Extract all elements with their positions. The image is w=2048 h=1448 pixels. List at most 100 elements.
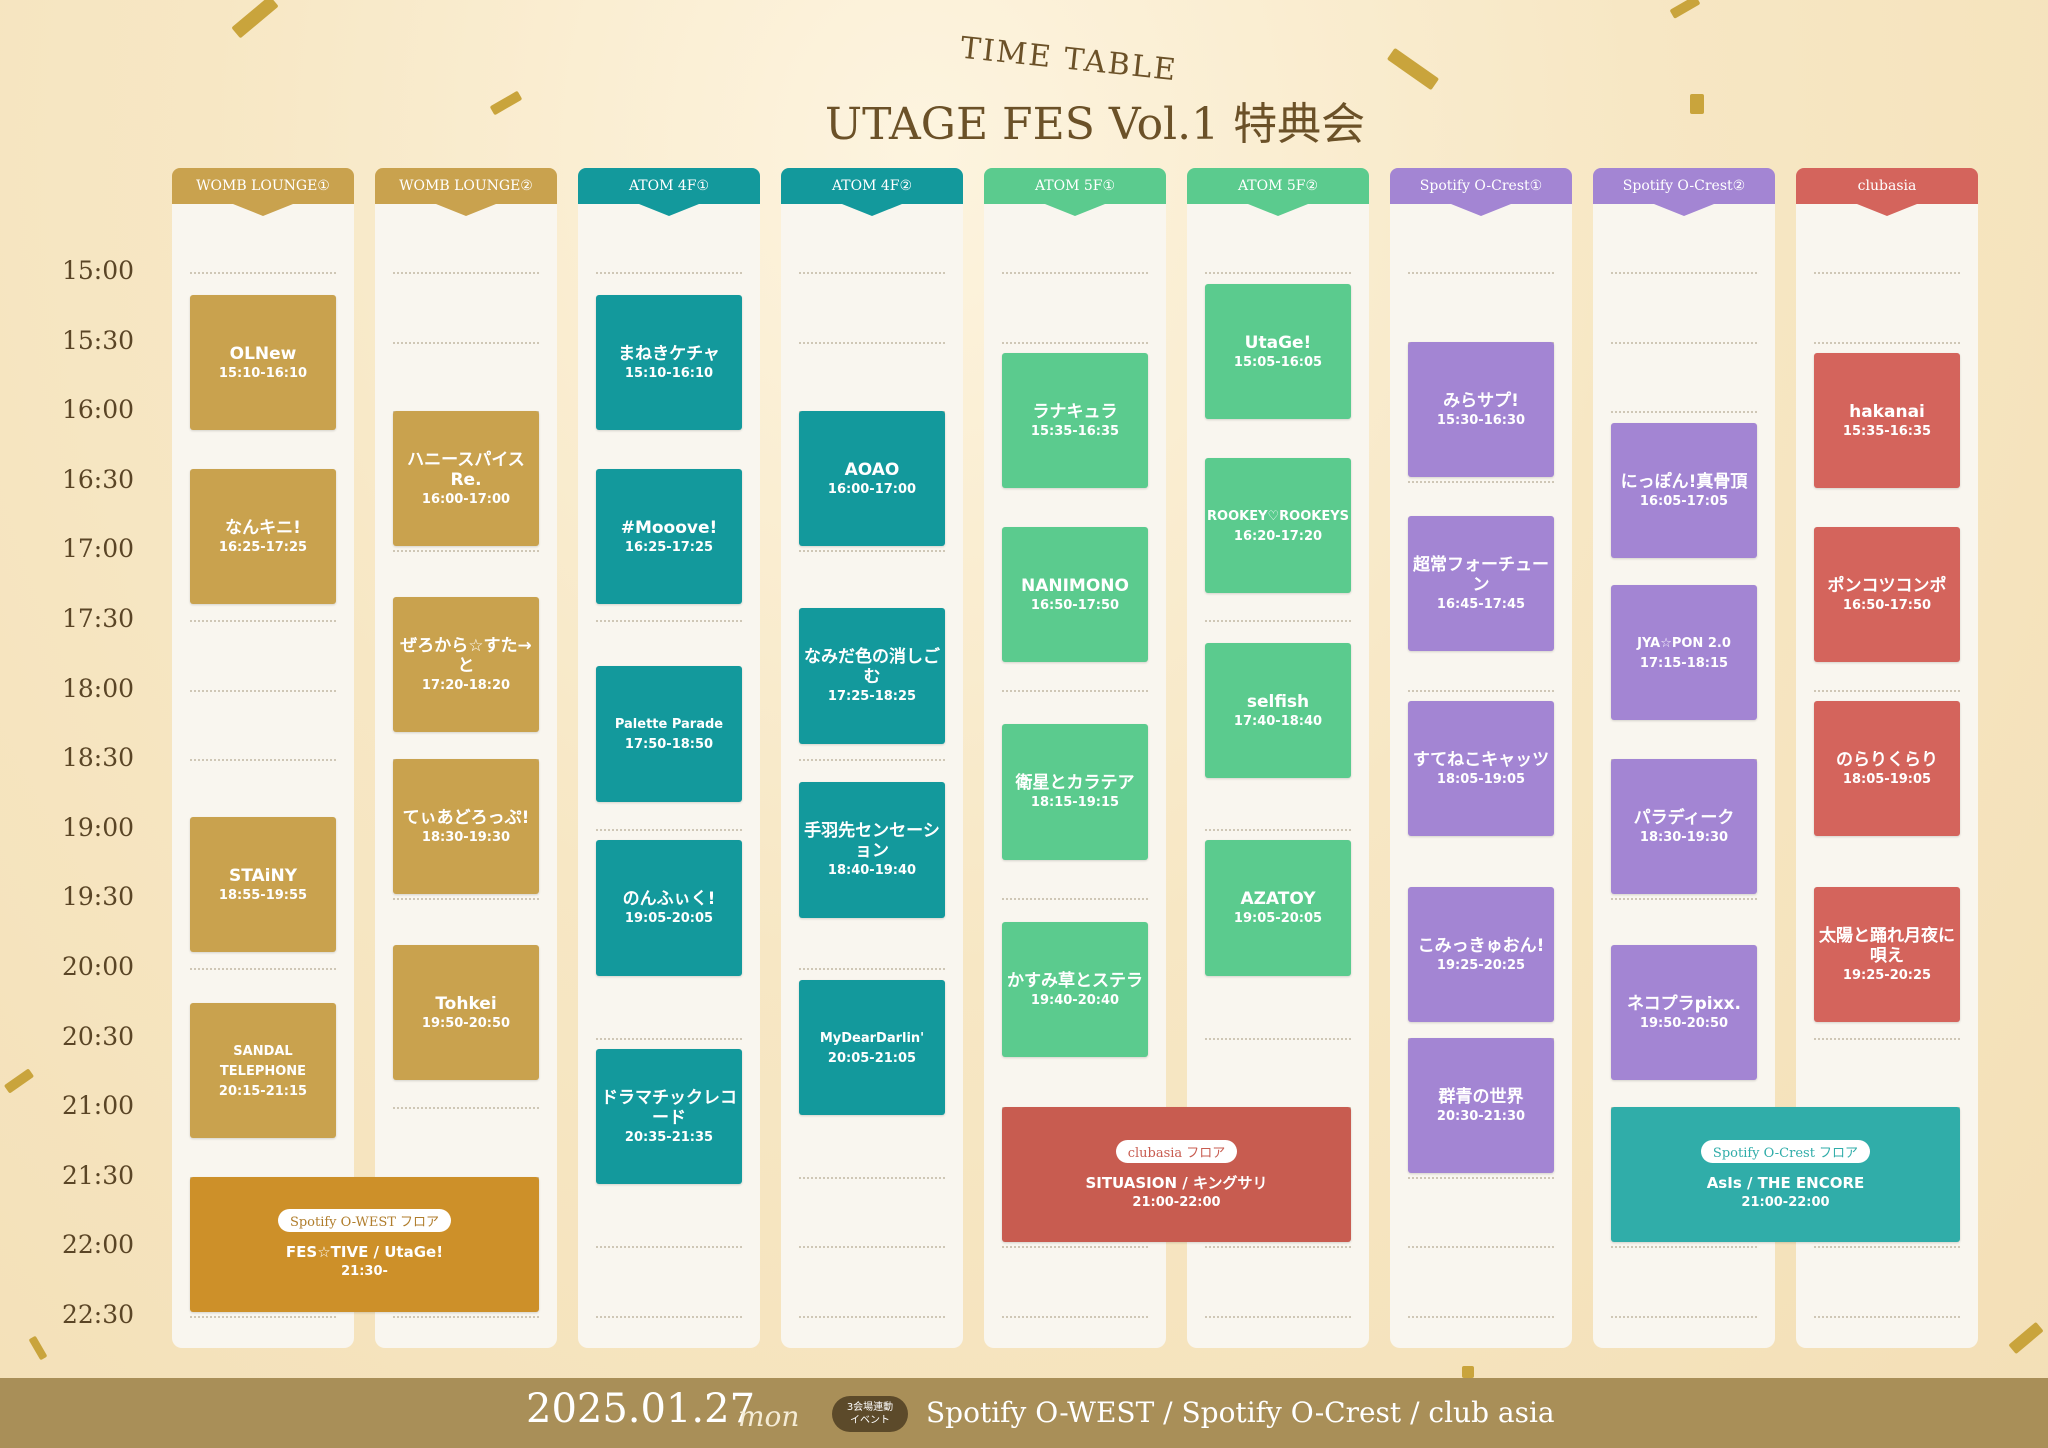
performance-time: 16:45-17:45 bbox=[1436, 596, 1526, 612]
performance-time: 18:05-19:05 bbox=[1842, 772, 1932, 788]
performance-time: 20:35-21:35 bbox=[624, 1130, 714, 1146]
time-gridline bbox=[190, 272, 336, 274]
performer-name: ネコプラpixx. bbox=[1626, 993, 1742, 1014]
performer-name: ハニースパイスRe. bbox=[407, 450, 525, 491]
performer-name: Tohkei bbox=[435, 993, 497, 1014]
performer-name: AsIs / THE ENCORE bbox=[1706, 1173, 1865, 1192]
stage-header: Spotify O-Crest② bbox=[1593, 168, 1775, 216]
performance-slot: JYA☆PON 2.0 17:15-18:15 bbox=[1611, 585, 1757, 721]
time-gridline bbox=[1408, 1246, 1554, 1249]
time-label: 17:00 bbox=[62, 534, 135, 564]
performance-time: 19:25-20:25 bbox=[1436, 957, 1526, 973]
performance-time: 21:30- bbox=[341, 1264, 388, 1280]
performance-time: 17:15-18:15 bbox=[1639, 656, 1729, 672]
performer-name: 手羽先センセーション bbox=[804, 821, 940, 862]
performance-time: 18:40-19:40 bbox=[827, 863, 917, 879]
performer-name: ラナキュラ bbox=[1032, 402, 1118, 423]
stage-header: ATOM 4F① bbox=[578, 168, 760, 216]
performance-time: 16:50-17:50 bbox=[1842, 598, 1932, 614]
time-gridline bbox=[1408, 1316, 1554, 1318]
time-gridline bbox=[1002, 1316, 1148, 1318]
performance-slot: なんキニ!16:25-17:25 bbox=[190, 469, 336, 605]
performance-time: 15:35-16:35 bbox=[1030, 424, 1120, 440]
time-gridline bbox=[596, 272, 742, 274]
stage-header: WOMB LOUNGE② bbox=[375, 168, 557, 216]
time-gridline bbox=[1814, 272, 1960, 274]
time-gridline bbox=[1611, 1246, 1757, 1249]
confetti-decoration bbox=[1386, 47, 1440, 91]
time-gridline bbox=[190, 620, 336, 622]
time-gridline bbox=[1814, 1037, 1960, 1040]
performance-time: 19:50-20:50 bbox=[1639, 1015, 1729, 1031]
time-gridline bbox=[190, 968, 336, 970]
performer-name: JYA☆PON 2.0 bbox=[1637, 636, 1731, 652]
performer-name: Palette Parade bbox=[614, 717, 724, 733]
time-gridline bbox=[1205, 1316, 1351, 1318]
time-gridline bbox=[393, 898, 539, 901]
time-gridline bbox=[1611, 341, 1757, 344]
performer-name: selfish bbox=[1246, 692, 1310, 713]
performer-name: AOAO bbox=[844, 460, 900, 481]
time-gridline bbox=[393, 272, 539, 274]
performance-time: 16:25-17:25 bbox=[218, 540, 308, 556]
time-label: 21:00 bbox=[62, 1091, 135, 1121]
time-gridline bbox=[596, 828, 742, 831]
time-gridline bbox=[393, 1107, 539, 1110]
time-label: 18:00 bbox=[62, 673, 135, 703]
performer-name: ポンコツコンポ bbox=[1827, 576, 1947, 597]
performance-time: 16:00-17:00 bbox=[421, 492, 511, 508]
time-label: 17:30 bbox=[62, 604, 135, 633]
performer-name: #Mooove! bbox=[620, 518, 718, 539]
stage-column: WOMB LOUNGE② bbox=[375, 168, 557, 1348]
performance-time: 16:20-17:20 bbox=[1233, 528, 1323, 544]
performance-time: 19:50-20:50 bbox=[421, 1015, 511, 1031]
time-gridline bbox=[1205, 272, 1351, 274]
floor-badge: Spotify O-WEST フロア bbox=[277, 1209, 452, 1233]
stage-header: Spotify O-Crest① bbox=[1390, 168, 1572, 216]
performer-name: なんキニ! bbox=[225, 518, 301, 539]
performance-time: 18:15-19:15 bbox=[1030, 795, 1120, 811]
time-gridline bbox=[799, 272, 945, 274]
performance-time: 17:25-18:25 bbox=[827, 689, 917, 705]
time-label: 22:30 bbox=[62, 1300, 135, 1329]
time-gridline bbox=[1002, 341, 1148, 344]
performance-time: 20:15-21:15 bbox=[218, 1083, 308, 1099]
confetti-decoration bbox=[489, 90, 523, 116]
performance-slot: てぃあどろっぷ!18:30-19:30 bbox=[393, 759, 539, 895]
performance-time: 15:10-16:10 bbox=[624, 366, 714, 382]
performance-slot: UtaGe!15:05-16:05 bbox=[1205, 283, 1351, 419]
performance-time: 19:40-20:40 bbox=[1030, 992, 1120, 1008]
performance-time: 18:05-19:05 bbox=[1436, 772, 1526, 788]
time-label: 22:00 bbox=[62, 1230, 135, 1260]
performer-name: ぜろから☆すた→と bbox=[400, 635, 532, 676]
performance-time: 15:10-16:10 bbox=[218, 366, 308, 382]
performance-slot: ネコプラpixx.19:50-20:50 bbox=[1611, 944, 1757, 1080]
time-label: 16:00 bbox=[62, 395, 135, 425]
time-gridline bbox=[1408, 1176, 1554, 1179]
confetti-decoration bbox=[1462, 1366, 1474, 1378]
time-gridline bbox=[393, 341, 539, 344]
badge-line-2: イベント bbox=[850, 1415, 890, 1426]
time-gridline bbox=[1408, 689, 1554, 692]
time-gridline bbox=[1205, 620, 1351, 622]
performance-time: 19:25-20:25 bbox=[1842, 967, 1932, 983]
performance-time: 15:05-16:05 bbox=[1233, 354, 1323, 370]
time-gridline bbox=[1611, 272, 1757, 274]
performance-time: 18:30-19:30 bbox=[1639, 830, 1729, 846]
time-gridline bbox=[799, 1316, 945, 1318]
performance-time: 15:30-16:30 bbox=[1436, 412, 1526, 428]
time-gridline bbox=[799, 1246, 945, 1249]
performance-time: 21:00-22:00 bbox=[1741, 1194, 1830, 1210]
performer-name: OLNew bbox=[229, 344, 297, 365]
performance-slot: みらサプ!15:30-16:30 bbox=[1408, 341, 1554, 477]
